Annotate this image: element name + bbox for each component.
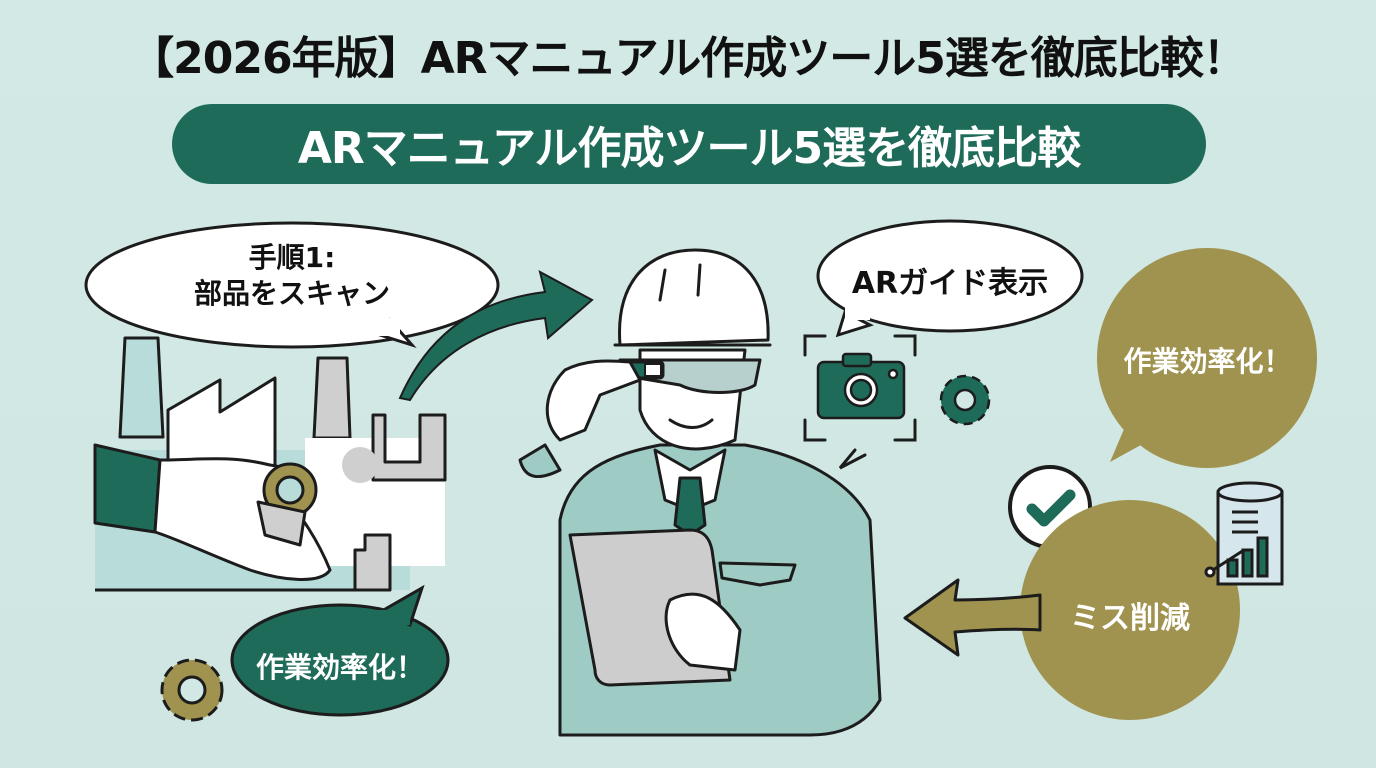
gear-icon-olive [160, 658, 224, 722]
ar-guide-bubble [816, 219, 1084, 338]
camera-icon [816, 352, 906, 420]
step1-bubble [84, 221, 500, 349]
arrow-left-icon [903, 578, 1042, 657]
worker-illustration [518, 248, 882, 737]
efficiency-bubble-left [230, 584, 450, 717]
step1-line1: 手順1: [248, 241, 336, 274]
step1-line2: 部品をスキャン [193, 277, 390, 310]
ar-guide-text: ARガイド表示 [851, 266, 1049, 301]
gear-icon [939, 374, 991, 426]
camera-frame [803, 334, 917, 470]
mistake-reduction-text: ミス削減 [1070, 601, 1190, 636]
step1-text: 手順1: 部品をスキャン [142, 240, 442, 312]
banner-text: ARマニュアル作成ツール5選を徹底比較 [297, 123, 1081, 174]
factory-illustration [93, 336, 447, 592]
efficiency-bubble-right [1097, 248, 1317, 468]
page-title: 【2026年版】ARマニュアル作成ツール5選を徹底比較！ [130, 33, 1247, 84]
subtitle-banner: ARマニュアル作成ツール5選を徹底比較 [172, 104, 1206, 184]
arrow-right-icon [398, 270, 594, 402]
efficiency-right-text: 作業効率化！ [1123, 345, 1292, 378]
mistake-reduction-circle [1020, 500, 1240, 720]
efficiency-left-text: 作業効率化！ [255, 651, 424, 684]
report-chart-icon [1204, 481, 1284, 586]
